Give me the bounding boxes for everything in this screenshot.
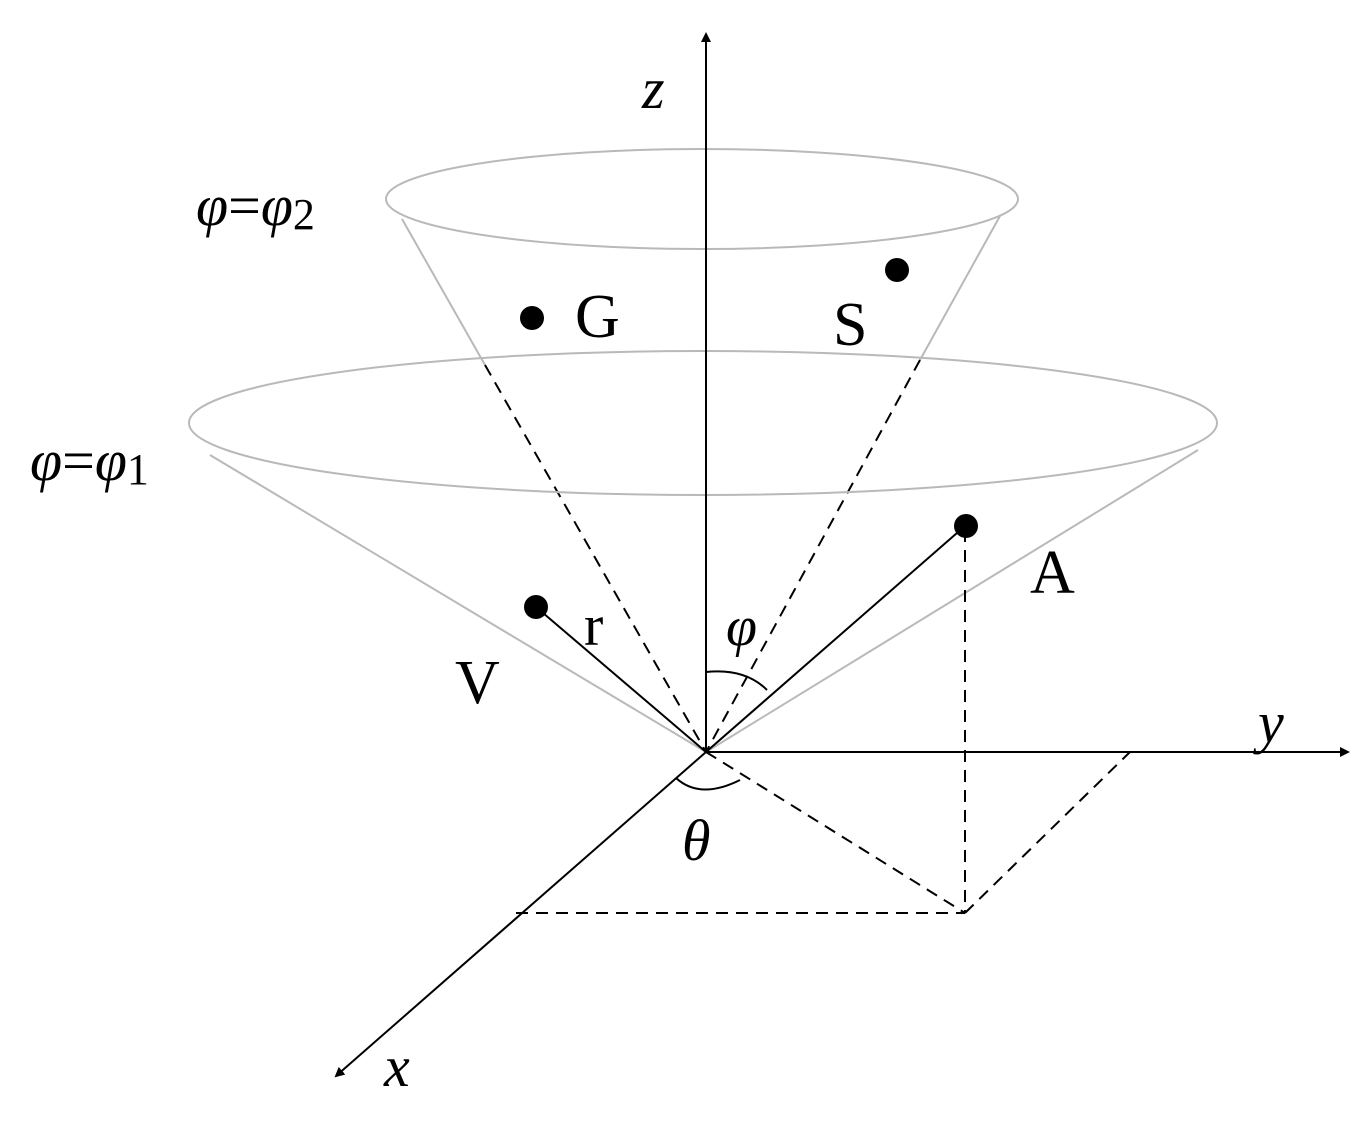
- upper-cone-right-hidden-edge: [705, 359, 921, 753]
- lower-cone-label-lhs: φ: [30, 428, 62, 493]
- point-G: [520, 306, 544, 330]
- projection-to-y: [964, 751, 1131, 914]
- lower-cone-label: φ=φ1: [30, 428, 149, 494]
- lower-cone-label-sub: 1: [127, 445, 149, 494]
- lower-cone-label-rhs: φ: [95, 428, 127, 493]
- upper-cone: [385, 148, 1019, 753]
- y-axis-label: y: [1253, 690, 1284, 755]
- lower-cone-label-eq: =: [62, 428, 95, 493]
- phi-angle-arc: [705, 670, 768, 691]
- upper-cone-label-eq: =: [228, 173, 261, 238]
- lower-cone-rim: [188, 350, 1218, 496]
- theta-angle-arc: [675, 777, 741, 791]
- point-S-label: S: [833, 291, 867, 359]
- x-axis-label: x: [383, 1034, 410, 1099]
- projection-radial: [705, 751, 966, 914]
- point-S: [885, 258, 909, 282]
- lower-cone: [188, 350, 1218, 753]
- projection-lines: [516, 530, 1131, 914]
- theta-angle-label: θ: [682, 808, 711, 873]
- point-G-label: G: [575, 283, 620, 351]
- radius-label: r: [584, 593, 603, 658]
- lower-cone-left-edge: [209, 454, 707, 753]
- upper-cone-left-edge: [401, 218, 486, 366]
- lower-cone-right-edge: [705, 449, 1199, 753]
- upper-cone-rim: [385, 148, 1019, 250]
- point-V: [524, 595, 548, 619]
- upper-cone-label: φ=φ2: [196, 173, 315, 239]
- point-A-label: A: [1030, 539, 1075, 607]
- z-axis-label: z: [641, 56, 665, 121]
- radius-segment-V: [535, 606, 707, 753]
- upper-cone-left-hidden-edge: [484, 364, 707, 753]
- point-A: [954, 514, 978, 538]
- upper-cone-right-edge: [919, 215, 1001, 361]
- upper-cone-label-rhs: φ: [261, 173, 293, 238]
- radius-segment-A: [705, 525, 966, 753]
- phi-angle-label: φ: [726, 596, 757, 658]
- point-V-label: V: [455, 649, 500, 717]
- upper-cone-label-lhs: φ: [196, 173, 228, 238]
- axes: [334, 32, 1350, 1078]
- upper-cone-label-sub: 2: [293, 190, 315, 239]
